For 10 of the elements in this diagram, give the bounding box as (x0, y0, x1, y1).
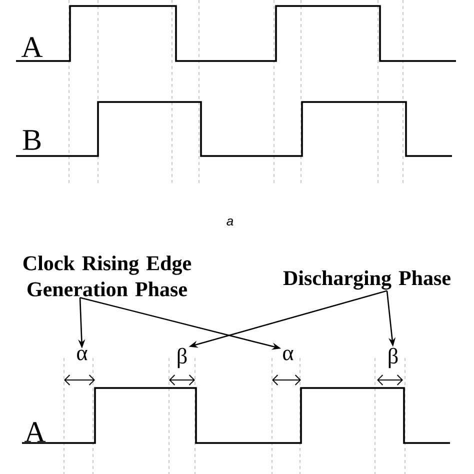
subfigure-label: a (226, 218, 234, 226)
signal-label: A (21, 37, 43, 57)
symbol-label: α (77, 350, 88, 360)
signal-label: B (22, 130, 41, 150)
phase-label: Discharging Phase (283, 270, 450, 290)
symbol-label: β (388, 348, 398, 368)
symbol-label: β (178, 348, 187, 368)
signal-label: A (24, 422, 46, 442)
phase-label: Clock Rising Edge Generation Phase (23, 256, 192, 296)
symbol-label: α (283, 350, 294, 360)
